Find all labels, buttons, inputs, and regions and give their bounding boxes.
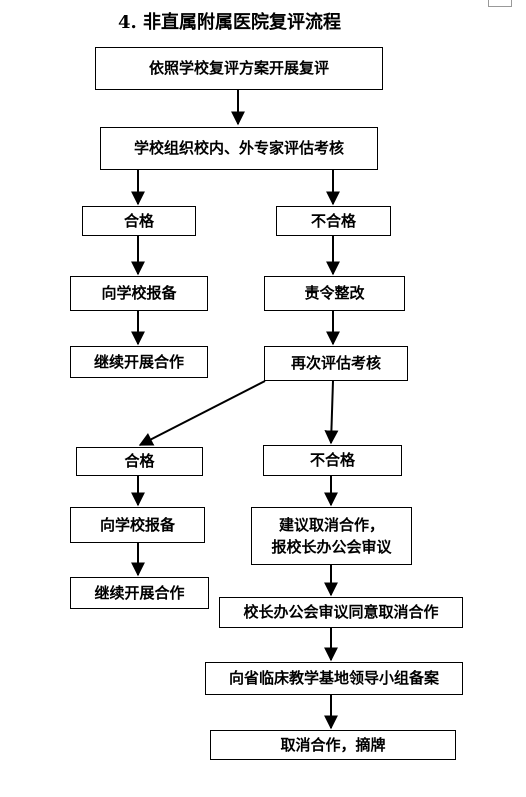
step-cancel-delist: 取消合作，摘牌	[210, 730, 456, 760]
step-qualified-2: 合格	[76, 447, 203, 476]
step-qualified-1: 合格	[82, 206, 196, 236]
step-unqualified-2: 不合格	[263, 445, 402, 476]
step-propose-cancel: 建议取消合作， 报校长办公会审议	[251, 507, 412, 565]
step-president-approval: 校长办公会审议同意取消合作	[219, 597, 463, 628]
arrow-n8-n10	[324, 380, 339, 445]
page-title: 4. 非直属附属医院复评流程	[118, 12, 342, 33]
step-continue-cooperation-1: 继续开展合作	[70, 346, 208, 378]
step-report-school-1: 向学校报备	[70, 276, 208, 311]
arrow-n8-n9	[138, 380, 266, 446]
step-order-rectification: 责令整改	[264, 276, 405, 311]
step-start-review: 依照学校复评方案开展复评	[95, 47, 383, 90]
step-continue-cooperation-2: 继续开展合作	[70, 577, 209, 609]
step-re-evaluation: 再次评估考核	[264, 346, 408, 381]
step-report-school-2: 向学校报备	[70, 507, 205, 543]
step-provincial-filing: 向省临床教学基地领导小组备案	[205, 662, 463, 695]
step-unqualified-1: 不合格	[276, 206, 391, 236]
page-corner-mark	[488, 0, 512, 7]
step-expert-evaluation: 学校组织校内、外专家评估考核	[100, 127, 378, 170]
